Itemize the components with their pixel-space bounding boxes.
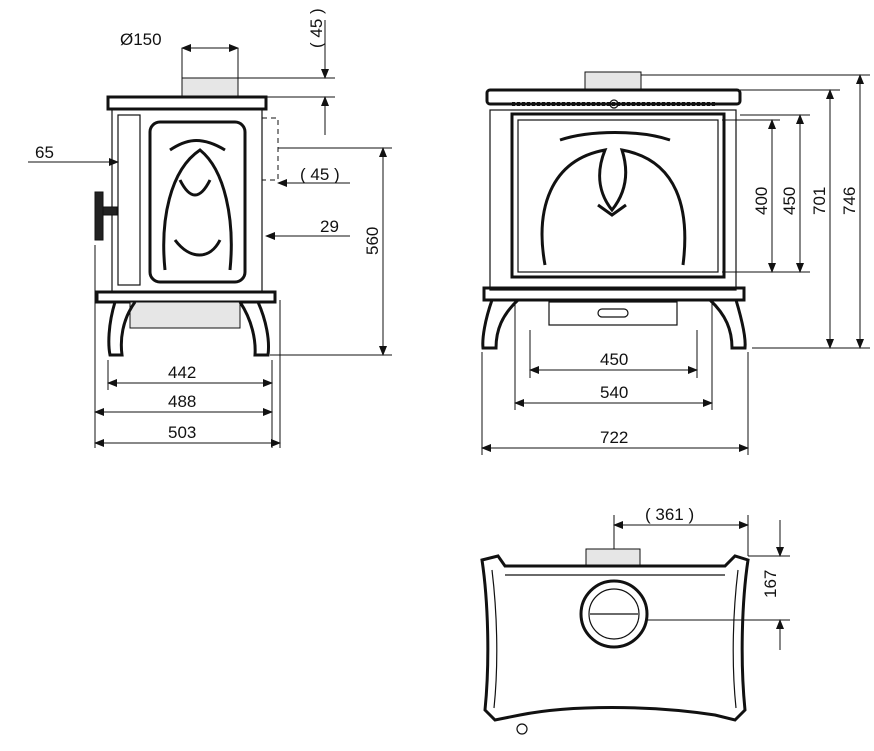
side-body — [111, 108, 263, 293]
flue-top-offset-label: ( 45 ) — [307, 8, 326, 48]
door-height-label: 450 — [780, 187, 799, 215]
body-width-label: 488 — [168, 392, 196, 411]
top-outline — [480, 554, 750, 722]
ash-drawer-handle — [597, 308, 629, 318]
flue-outlet-inner — [588, 588, 640, 640]
vine-ornament — [162, 139, 233, 271]
flue-back-offset-label: 167 — [761, 570, 780, 598]
flue-collar-front — [584, 71, 642, 91]
vine-ornament-front — [540, 131, 687, 266]
door-width-label: 540 — [600, 383, 628, 402]
glass-width-label: 450 — [600, 350, 628, 369]
total-width-label: 503 — [168, 423, 196, 442]
front-view: 400 450 701 746 450 540 722 — [481, 71, 870, 455]
rear-flue-center-label: 29 — [320, 217, 339, 236]
flue-collar — [181, 77, 239, 99]
rear-leg — [238, 301, 270, 357]
top-plate — [106, 95, 268, 111]
leg-width-label: 442 — [168, 363, 196, 382]
base-plate-front — [482, 286, 746, 302]
side-door-edge — [117, 114, 141, 286]
top-plate-front — [485, 88, 742, 106]
handle-offset-label: 65 — [35, 143, 54, 162]
total-height-label: 746 — [840, 187, 859, 215]
door-frame — [510, 112, 726, 279]
body-height-label: 701 — [810, 187, 829, 215]
top-view-handle — [516, 723, 528, 735]
side-view: Ø150 ( 45 ) 65 ( 45 ) 29 560 442 488 503 — [28, 8, 392, 448]
handle-stem — [102, 206, 118, 216]
flue-side-offset-label: ( 361 ) — [645, 505, 694, 524]
rear-flue-height-label: 560 — [363, 227, 382, 255]
front-leg — [107, 301, 137, 357]
glass-height-label: 400 — [752, 187, 771, 215]
side-grille-frame — [148, 120, 247, 284]
front-right-leg — [708, 298, 747, 350]
front-body — [489, 109, 737, 291]
rear-offset-label: ( 45 ) — [300, 165, 340, 184]
glass-window — [517, 119, 719, 273]
ash-pan — [129, 301, 241, 329]
total-width-front-label: 722 — [600, 428, 628, 447]
flue-top-rect — [585, 548, 641, 567]
rear-flue-outlet — [261, 117, 279, 181]
top-inner-outline — [491, 569, 739, 709]
ash-drawer — [548, 301, 678, 326]
door-handle — [94, 191, 104, 241]
flue-diameter-label: Ø150 — [120, 30, 162, 49]
air-control-knob — [609, 99, 619, 109]
front-left-leg — [481, 298, 520, 350]
top-view: ( 361 ) 167 — [480, 505, 790, 735]
base-plate — [95, 290, 277, 304]
flue-outlet-circle — [579, 579, 649, 649]
